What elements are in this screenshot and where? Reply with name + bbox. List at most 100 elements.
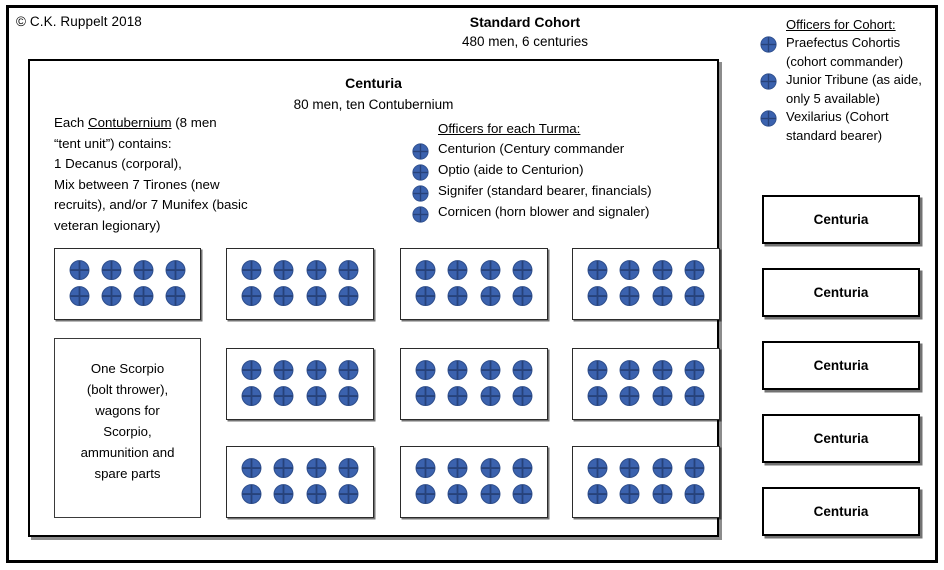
soldier-dot-icon <box>273 360 294 381</box>
turma-officer-label-1: Optio (aide to Centurion) <box>438 162 584 177</box>
soldier-dot-icon <box>273 260 294 281</box>
soldier-dot-icon <box>652 260 673 281</box>
soldier-dot-icon <box>447 286 468 307</box>
soldier-dot-icon <box>133 286 154 307</box>
contubernium-unit-box <box>572 248 720 320</box>
contubernium-dot-grid <box>401 458 547 505</box>
soldier-dot-icon <box>480 260 501 281</box>
turma-officer-label-2: Signifer (standard bearer, financials) <box>438 183 652 198</box>
soldier-dot-icon <box>101 260 122 281</box>
cohort-officer-label-1: Junior Tribune (as aide, only 5 availabl… <box>786 72 922 106</box>
centuria-chip[interactable]: Centuria <box>762 487 920 536</box>
soldier-dot-icon <box>273 484 294 505</box>
centuria-chip[interactable]: Centuria <box>762 414 920 463</box>
soldier-dot-icon <box>684 458 705 479</box>
contubernium-dot-grid <box>401 260 547 307</box>
cohort-officer-item-0: Praefectus Cohortis (cohort commander) <box>754 34 934 71</box>
scorpio-line-5: spare parts <box>94 466 161 481</box>
cohort-officers-legend: Officers for Cohort: Praefectus Cohortis… <box>754 16 934 145</box>
contubernium-desc-line-4: recruits), and/or 7 Munifex (basic <box>54 197 248 212</box>
contubernium-unit-box <box>572 446 720 518</box>
outer-frame <box>6 5 938 563</box>
copyright-notice: © C.K. Ruppelt 2018 <box>16 14 142 29</box>
contubernium-unit-box <box>572 348 720 420</box>
soldier-dot-icon <box>619 360 640 381</box>
contubernium-dot-grid <box>55 260 200 307</box>
contubernium-desc-line-3: Mix between 7 Tirones (new <box>54 176 220 192</box>
centuria-title: Centuria <box>345 75 402 91</box>
soldier-dot-icon <box>619 386 640 407</box>
soldier-dot-icon <box>512 260 533 281</box>
centuria-subtitle: 80 men, ten Contubernium <box>293 97 454 112</box>
cohort-officer-item-1: Junior Tribune (as aide, only 5 availabl… <box>754 71 934 108</box>
cohort-officer-label-0: Praefectus Cohortis (cohort commander) <box>786 35 904 69</box>
soldier-dot-icon <box>69 260 90 281</box>
contubernium-keyword: Contubernium <box>88 115 172 130</box>
soldier-dot-icon <box>447 458 468 479</box>
contubernium-unit-box <box>400 348 548 420</box>
soldier-dot-icon <box>447 386 468 407</box>
soldier-dot-icon <box>101 286 122 307</box>
soldier-dot-icon <box>415 458 436 479</box>
soldier-dot-icon <box>338 286 359 307</box>
soldier-dot-icon <box>652 484 673 505</box>
contubernium-desc-line-1: “tent unit”) contains: <box>54 135 172 151</box>
soldier-dot-icon <box>512 360 533 381</box>
centuria-chip[interactable]: Centuria <box>762 341 920 390</box>
cohort-officer-item-2: Vexilarius (Cohort standard bearer) <box>754 108 934 145</box>
soldier-dot-icon <box>241 458 262 479</box>
soldier-dot-icon <box>306 484 327 505</box>
contubernium-unit-box <box>400 248 548 320</box>
soldier-dot-icon <box>684 484 705 505</box>
centuria-chip[interactable]: Centuria <box>762 195 920 244</box>
soldier-dot-icon <box>412 182 429 203</box>
centuria-chip-label: Centuria <box>813 212 869 227</box>
turma-officer-item-0: Centurion (Century commander <box>404 138 714 161</box>
soldier-dot-icon <box>512 386 533 407</box>
soldier-dot-icon <box>684 360 705 381</box>
soldier-dot-icon <box>415 286 436 307</box>
scorpio-line-2: wagons for <box>95 403 160 418</box>
soldier-dot-icon <box>512 458 533 479</box>
soldier-dot-icon <box>619 260 640 281</box>
soldier-dot-icon <box>684 286 705 307</box>
soldier-dot-icon <box>480 360 501 381</box>
contubernium-dot-grid <box>227 260 373 307</box>
soldier-dot-icon <box>587 286 608 307</box>
soldier-dot-icon <box>306 260 327 281</box>
soldier-dot-icon <box>133 260 154 281</box>
soldier-dot-icon <box>306 360 327 381</box>
contubernium-unit-box <box>226 248 374 320</box>
soldier-dot-icon <box>652 386 673 407</box>
turma-officer-item-2: Signifer (standard bearer, financials) <box>404 180 714 203</box>
soldier-dot-icon <box>480 484 501 505</box>
turma-officer-label-3: Cornicen (horn blower and signaler) <box>438 204 650 219</box>
soldier-dot-icon <box>415 360 436 381</box>
soldier-dot-icon <box>760 35 777 54</box>
soldier-dot-icon <box>412 140 429 161</box>
soldier-dot-icon <box>241 386 262 407</box>
soldier-dot-icon <box>587 360 608 381</box>
centuria-chip-label: Centuria <box>813 431 869 446</box>
contubernium-description: Each Contubernium (8 men “tent unit”) co… <box>54 113 354 236</box>
cohort-officers-title: Officers for Cohort: <box>786 17 896 32</box>
contubernium-unit-box <box>400 446 548 518</box>
soldier-dot-icon <box>447 484 468 505</box>
soldier-dot-icon <box>512 286 533 307</box>
soldier-dot-icon <box>241 260 262 281</box>
soldier-dot-icon <box>338 484 359 505</box>
cohort-title: Standard Cohort <box>469 14 581 30</box>
scorpio-line-3: Scorpio, <box>103 424 152 439</box>
centuria-chip[interactable]: Centuria <box>762 268 920 317</box>
contubernium-dot-grid <box>573 260 719 307</box>
scorpio-line-1: (bolt thrower), <box>86 382 169 397</box>
turma-officers-title: Officers for each Turma: <box>438 121 581 136</box>
soldier-dot-icon <box>165 260 186 281</box>
soldier-dot-icon <box>619 484 640 505</box>
contubernium-unit-box <box>54 248 201 320</box>
soldier-dot-icon <box>338 260 359 281</box>
contubernium-desc-line-5: veteran legionary) <box>54 217 161 233</box>
turma-officer-item-1: Optio (aide to Centurion) <box>404 159 714 181</box>
soldier-dot-icon <box>415 386 436 407</box>
